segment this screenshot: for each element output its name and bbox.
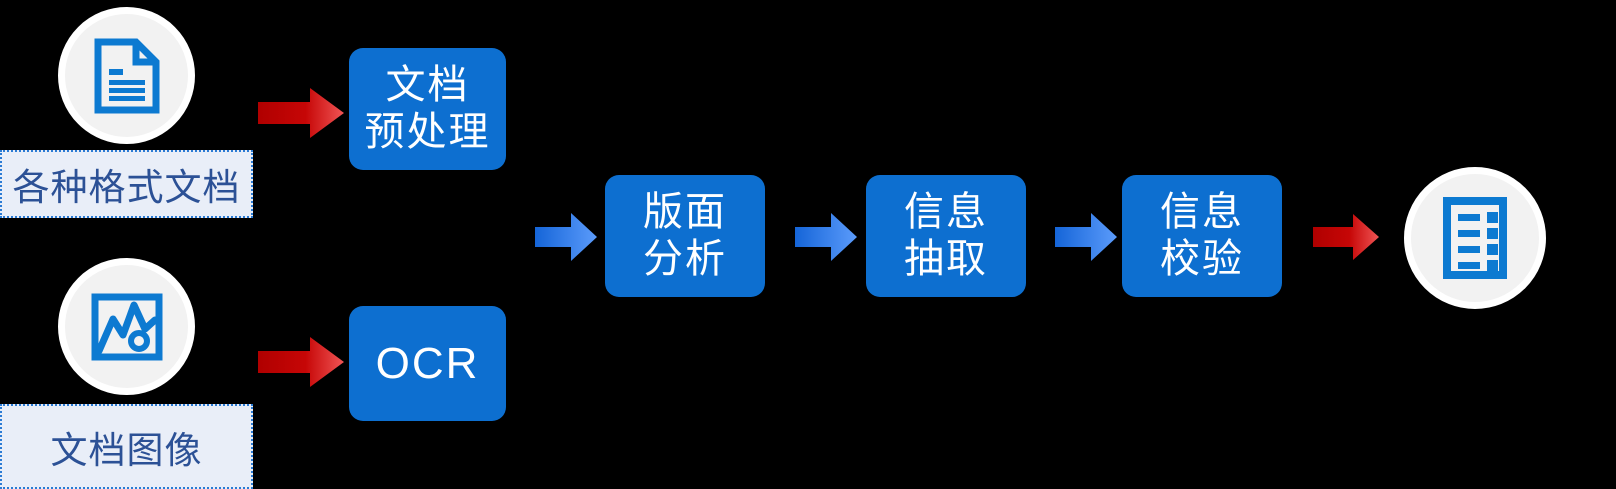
stage-label-line: 版面 (643, 189, 727, 234)
output-icon-circle-structured-result (1404, 167, 1546, 309)
stage-label-line: 信息 (904, 189, 988, 234)
stage-label-line: 校验 (1160, 237, 1244, 281)
arrow-layout-to-extraction (795, 213, 857, 261)
stage-box-info-extraction[interactable]: 信息 抽取 (866, 175, 1026, 297)
input-caption-doc-formats: 各种格式文档 (0, 150, 253, 218)
image-icon (91, 293, 163, 361)
stage-box-layout-analysis[interactable]: 版面 分析 (605, 175, 765, 297)
stage-label-line: OCR (375, 338, 480, 388)
arrow-doc-to-preprocess (258, 88, 344, 138)
stage-label-line: 文档 (385, 62, 470, 107)
stage-box-ocr[interactable]: OCR (349, 306, 506, 421)
input-caption-label: 文档图像 (50, 429, 203, 471)
stage-box-preprocess[interactable]: 文档 预处理 (349, 48, 506, 170)
input-icon-circle-document (58, 7, 195, 144)
stage-label-line: 预处理 (364, 110, 491, 154)
arrow-into-layout (535, 213, 597, 261)
stage-label-line: 抽取 (904, 237, 988, 281)
document-icon (94, 38, 160, 114)
stage-label-line: 分析 (643, 237, 727, 281)
arrow-validation-to-output (1313, 214, 1379, 260)
stage-box-info-validation[interactable]: 信息 校验 (1122, 175, 1282, 297)
arrow-extraction-to-validation (1055, 213, 1117, 261)
input-caption-doc-images: 文档图像 (0, 404, 253, 489)
input-caption-label: 各种格式文档 (12, 167, 241, 208)
arrow-image-to-ocr (258, 337, 344, 387)
structured-document-icon (1443, 197, 1507, 279)
stage-label-line: 信息 (1160, 189, 1244, 234)
input-icon-circle-image (58, 258, 195, 395)
